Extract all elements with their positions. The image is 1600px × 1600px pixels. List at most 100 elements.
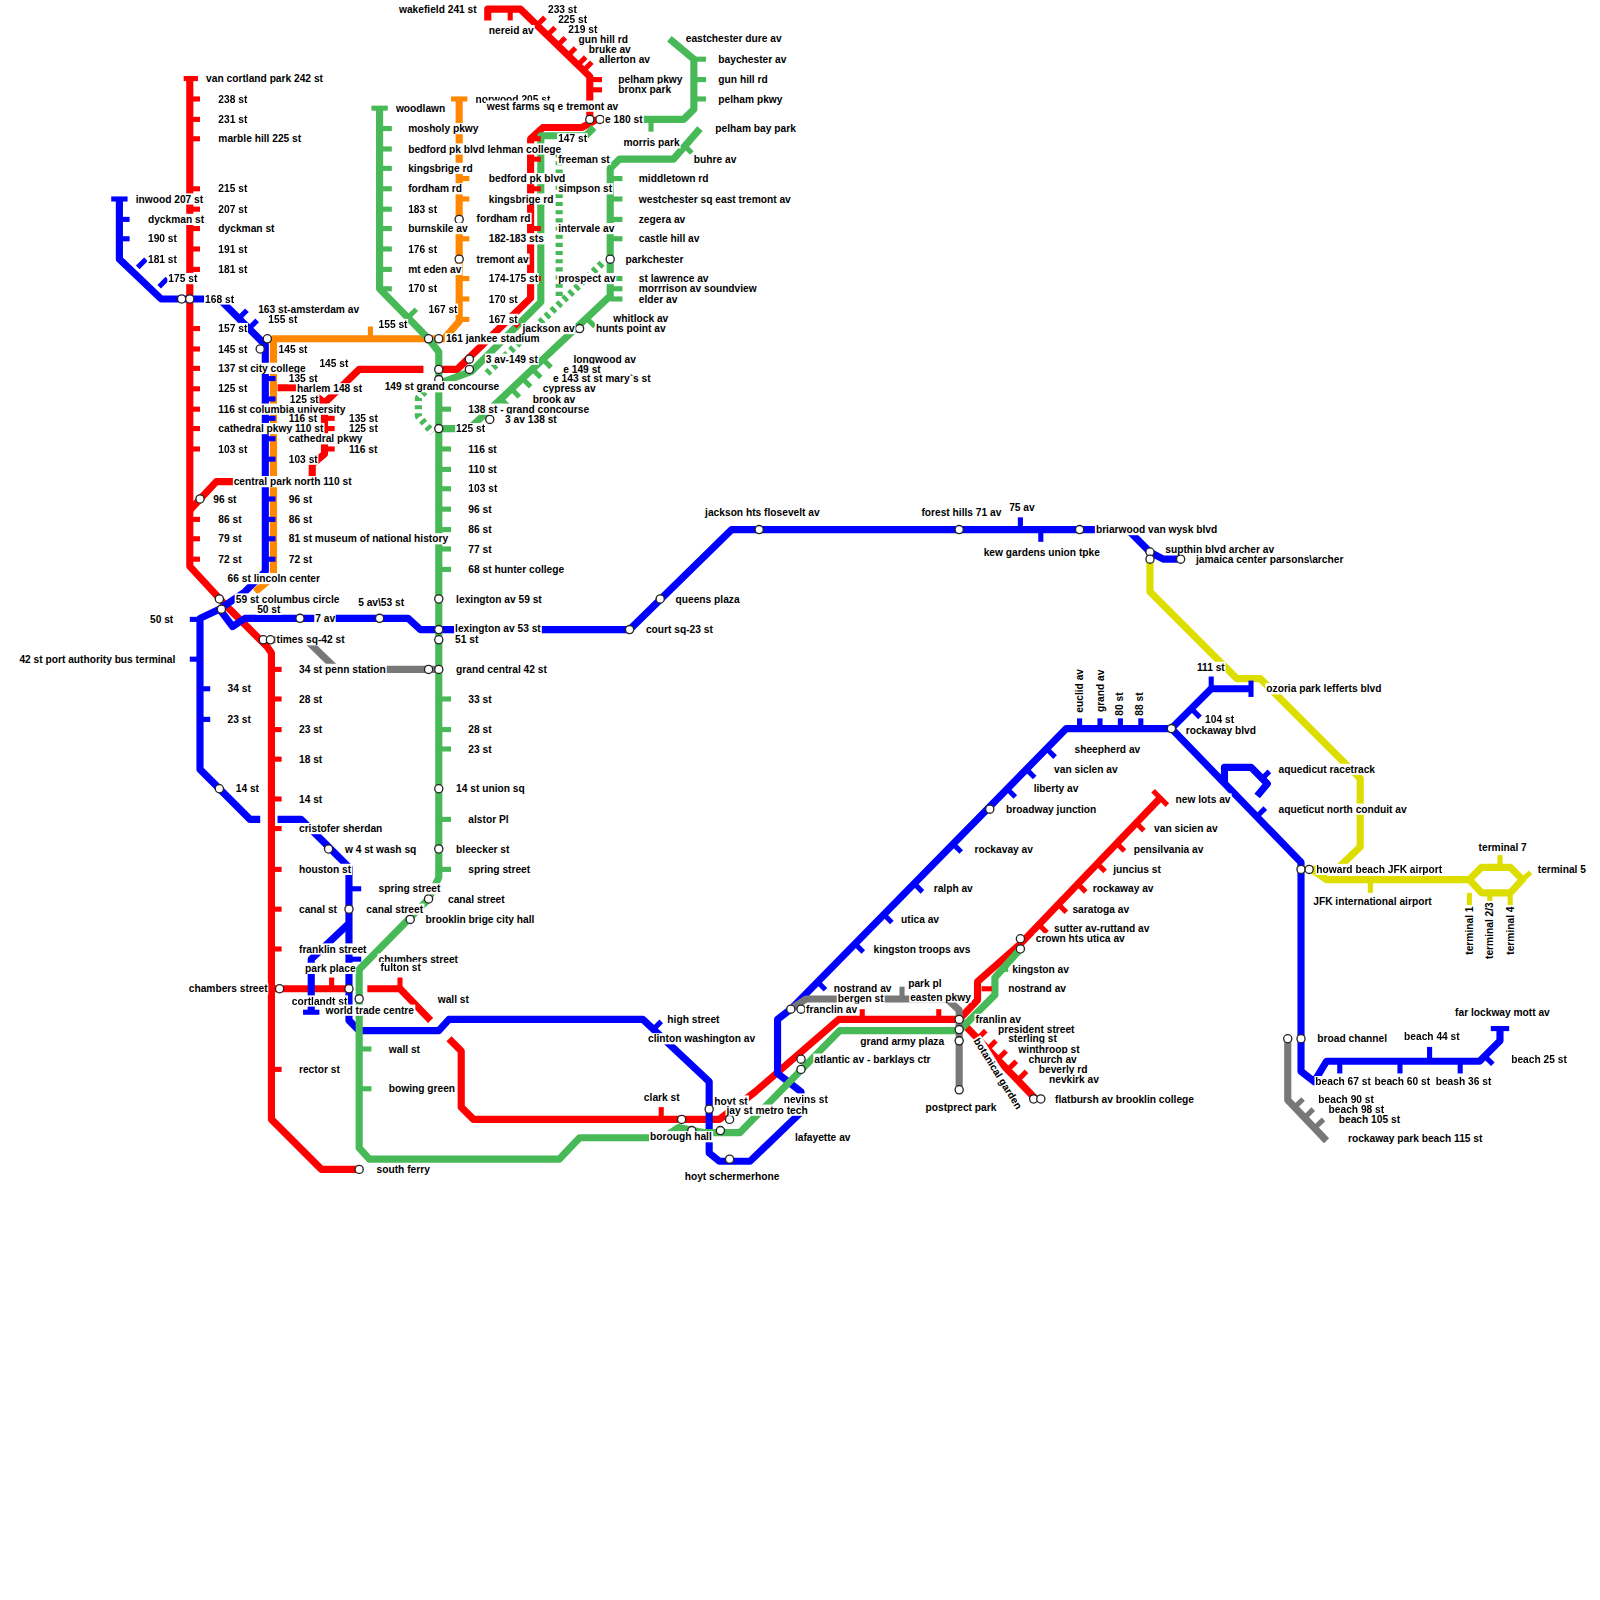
station-tick xyxy=(303,1010,319,1015)
transfer-station xyxy=(1305,865,1313,873)
station-label: 125 st xyxy=(348,423,379,434)
station-tick xyxy=(459,276,469,281)
station-label: 116 st xyxy=(348,443,378,454)
station-label: inwood 207 st xyxy=(135,193,205,204)
station-tick xyxy=(380,146,392,151)
transfer-station xyxy=(797,1055,805,1063)
station-tick xyxy=(190,536,200,541)
station-tick xyxy=(380,286,392,291)
station-label: broad channel xyxy=(1316,1033,1388,1044)
station-label: 3 av 138 st xyxy=(504,414,558,425)
station-label: nostrand av xyxy=(1007,983,1067,994)
station-tick xyxy=(271,946,281,951)
station-label: baychester av xyxy=(717,54,787,65)
station-label: nereid av xyxy=(488,25,535,36)
station-label: beach 67 st xyxy=(1314,1076,1372,1087)
transfer-station xyxy=(586,115,594,123)
station-label: grand army plaza xyxy=(859,1036,945,1047)
station-label: rector st xyxy=(298,1064,341,1075)
station-label: mt eden av xyxy=(407,264,462,275)
station-tick xyxy=(190,426,200,431)
transfer-station xyxy=(217,605,225,613)
transfer-station xyxy=(1177,555,1185,563)
station-tick xyxy=(1491,1026,1509,1031)
station-tick xyxy=(578,57,586,65)
station-tick xyxy=(1138,718,1143,728)
station-tick xyxy=(1192,709,1200,717)
station-label: 80 st xyxy=(1114,691,1125,716)
station-label: south ferry xyxy=(376,1164,431,1175)
station-label: 86 st xyxy=(217,514,242,525)
station-tick xyxy=(190,117,200,122)
station-tick xyxy=(1248,681,1253,697)
station-tick xyxy=(1522,872,1530,879)
station-tick xyxy=(1077,718,1082,728)
station-label: 111 st xyxy=(1196,662,1226,673)
station-label: 14 st xyxy=(298,793,323,804)
station-label: 72 st xyxy=(288,554,313,565)
station-tick xyxy=(1315,1119,1323,1127)
subway-line xyxy=(1224,767,1267,796)
station-label: new lots av xyxy=(1174,793,1231,804)
station-tick xyxy=(531,186,541,191)
transfer-station xyxy=(276,985,284,993)
station-label: 174-175 st xyxy=(488,273,539,284)
station-tick xyxy=(380,126,392,131)
station-label: pensilvania av xyxy=(1133,843,1205,854)
station-tick xyxy=(1116,843,1124,851)
station-tick xyxy=(190,207,200,212)
station-tick xyxy=(459,196,469,201)
station-label: wall st xyxy=(437,993,470,1004)
station-label: 145 st xyxy=(318,358,349,369)
station-label: 167 st xyxy=(428,304,459,315)
transfer-station xyxy=(1146,555,1154,563)
station-label: saratoga av xyxy=(1071,904,1130,915)
station-label: cristofer sherdan xyxy=(298,823,383,834)
station-tick xyxy=(1047,749,1055,757)
transfer-station xyxy=(1037,1095,1045,1103)
station-label: dyckman st xyxy=(217,223,275,234)
station-label: freeman st xyxy=(557,154,611,165)
station-tick xyxy=(1467,893,1472,905)
station-tick xyxy=(439,467,451,472)
station-label: bergen st xyxy=(837,992,885,1003)
station-label: world trade centre xyxy=(324,1005,415,1016)
transfer-station xyxy=(455,255,463,263)
station-label: terminal 5 xyxy=(1537,864,1587,875)
station-label: 161 jankee stadium xyxy=(445,333,541,344)
station-tick xyxy=(439,486,451,491)
station-label: 103 st xyxy=(467,483,498,494)
station-label: franclin av xyxy=(805,1004,858,1015)
station-label: 181 st xyxy=(147,254,178,265)
station-label: 14 st xyxy=(235,783,260,794)
transfer-station xyxy=(705,1105,713,1113)
station-tick xyxy=(190,557,200,562)
station-tick xyxy=(1261,771,1269,779)
station-tick xyxy=(1118,718,1123,728)
station-label: 18 st xyxy=(298,754,323,765)
transfer-station xyxy=(435,424,443,432)
station-tick xyxy=(936,1009,941,1019)
station-label: jamaica center parsons\archer xyxy=(1195,554,1345,565)
station-tick xyxy=(860,1009,865,1019)
station-tick xyxy=(439,567,451,572)
station-label: easten pkwy xyxy=(909,991,972,1002)
station-label: 182-183 sts xyxy=(488,233,545,244)
transfer-station xyxy=(435,785,443,793)
station-label: 104 st xyxy=(1204,714,1235,725)
subway-line xyxy=(1288,1039,1327,1141)
subway-line xyxy=(1150,559,1469,879)
transfer-station xyxy=(435,335,443,343)
station-label: 103 st xyxy=(217,443,248,454)
station-label: flatbursh av brooklin college xyxy=(1054,1093,1195,1104)
transfer-station xyxy=(955,526,963,534)
station-tick xyxy=(451,96,467,101)
station-tick xyxy=(190,407,200,412)
station-tick xyxy=(190,246,200,251)
station-label: 231 st xyxy=(217,114,248,125)
station-label: postprect park xyxy=(924,1102,997,1113)
station-tick xyxy=(1458,1061,1463,1073)
station-label: canal street xyxy=(365,904,424,915)
station-tick xyxy=(1097,863,1105,871)
station-tick xyxy=(368,327,373,339)
